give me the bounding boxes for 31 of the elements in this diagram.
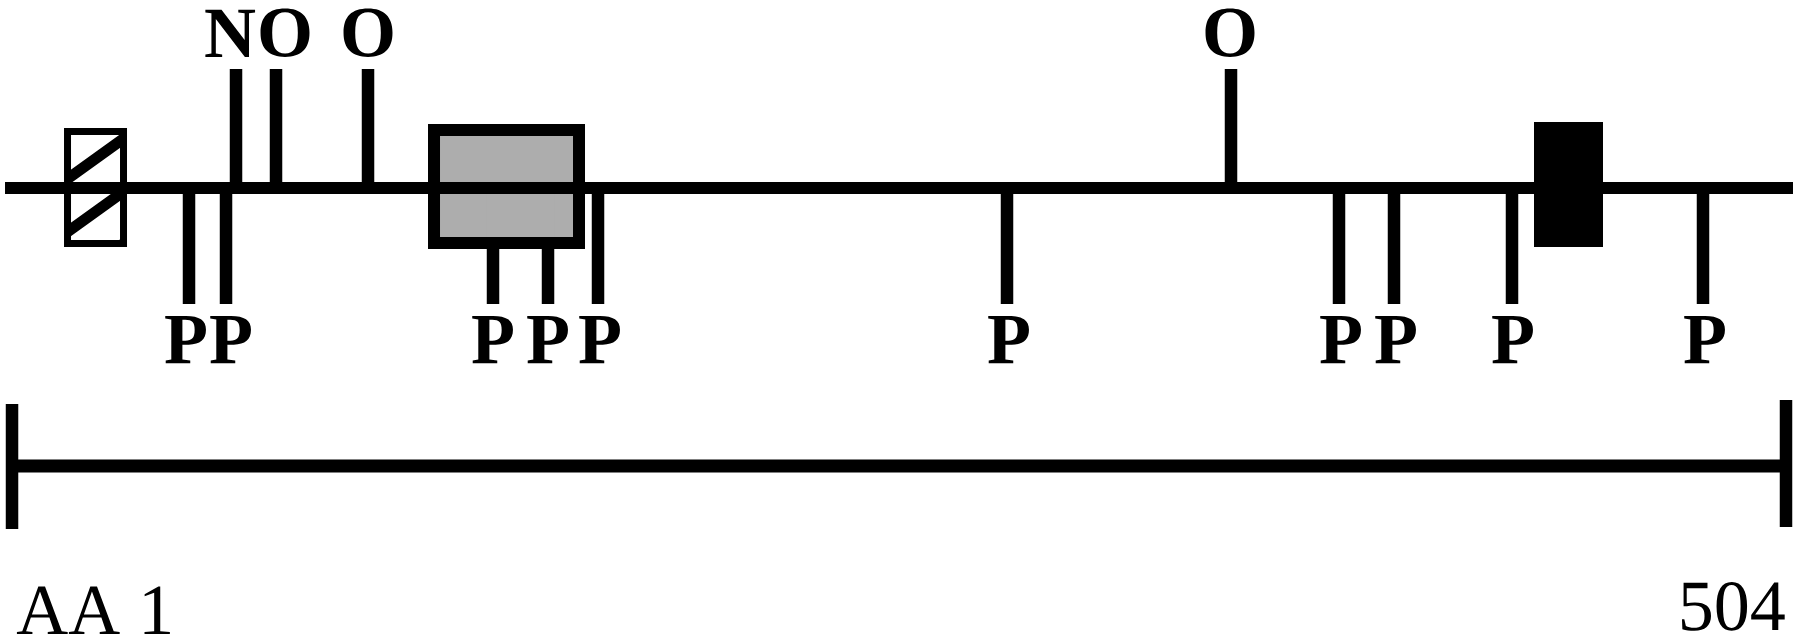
site-tick xyxy=(1505,194,1519,304)
site-label: O xyxy=(343,8,393,57)
site-label: P xyxy=(210,316,251,364)
site-tick xyxy=(1696,194,1710,304)
scale-label: 504 xyxy=(1682,582,1785,631)
scale-label: AA 1 xyxy=(16,586,170,634)
site-label: N xyxy=(205,9,256,57)
site-label: P xyxy=(988,316,1029,364)
site-label: O xyxy=(1205,8,1255,57)
site-tick xyxy=(269,69,283,182)
site-label: P xyxy=(579,316,620,364)
site-tick xyxy=(541,249,555,304)
site-tick xyxy=(1387,194,1401,304)
site-tick xyxy=(1224,69,1238,182)
site-label: O xyxy=(260,8,310,57)
site-label: P xyxy=(165,316,206,364)
site-tick xyxy=(1000,194,1014,304)
site-tick xyxy=(219,194,233,304)
site-label: P xyxy=(527,316,568,364)
site-label: P xyxy=(472,316,513,364)
site-tick xyxy=(591,194,605,304)
site-label: P xyxy=(1492,316,1533,364)
site-tick xyxy=(182,194,196,304)
site-tick xyxy=(361,69,375,182)
site-tick xyxy=(486,249,500,304)
site-label: P xyxy=(1684,316,1725,364)
site-label: P xyxy=(1375,316,1416,364)
solid-domain xyxy=(1534,122,1603,247)
site-tick xyxy=(1332,194,1346,304)
site-tick xyxy=(229,69,243,182)
site-label: P xyxy=(1320,316,1361,364)
